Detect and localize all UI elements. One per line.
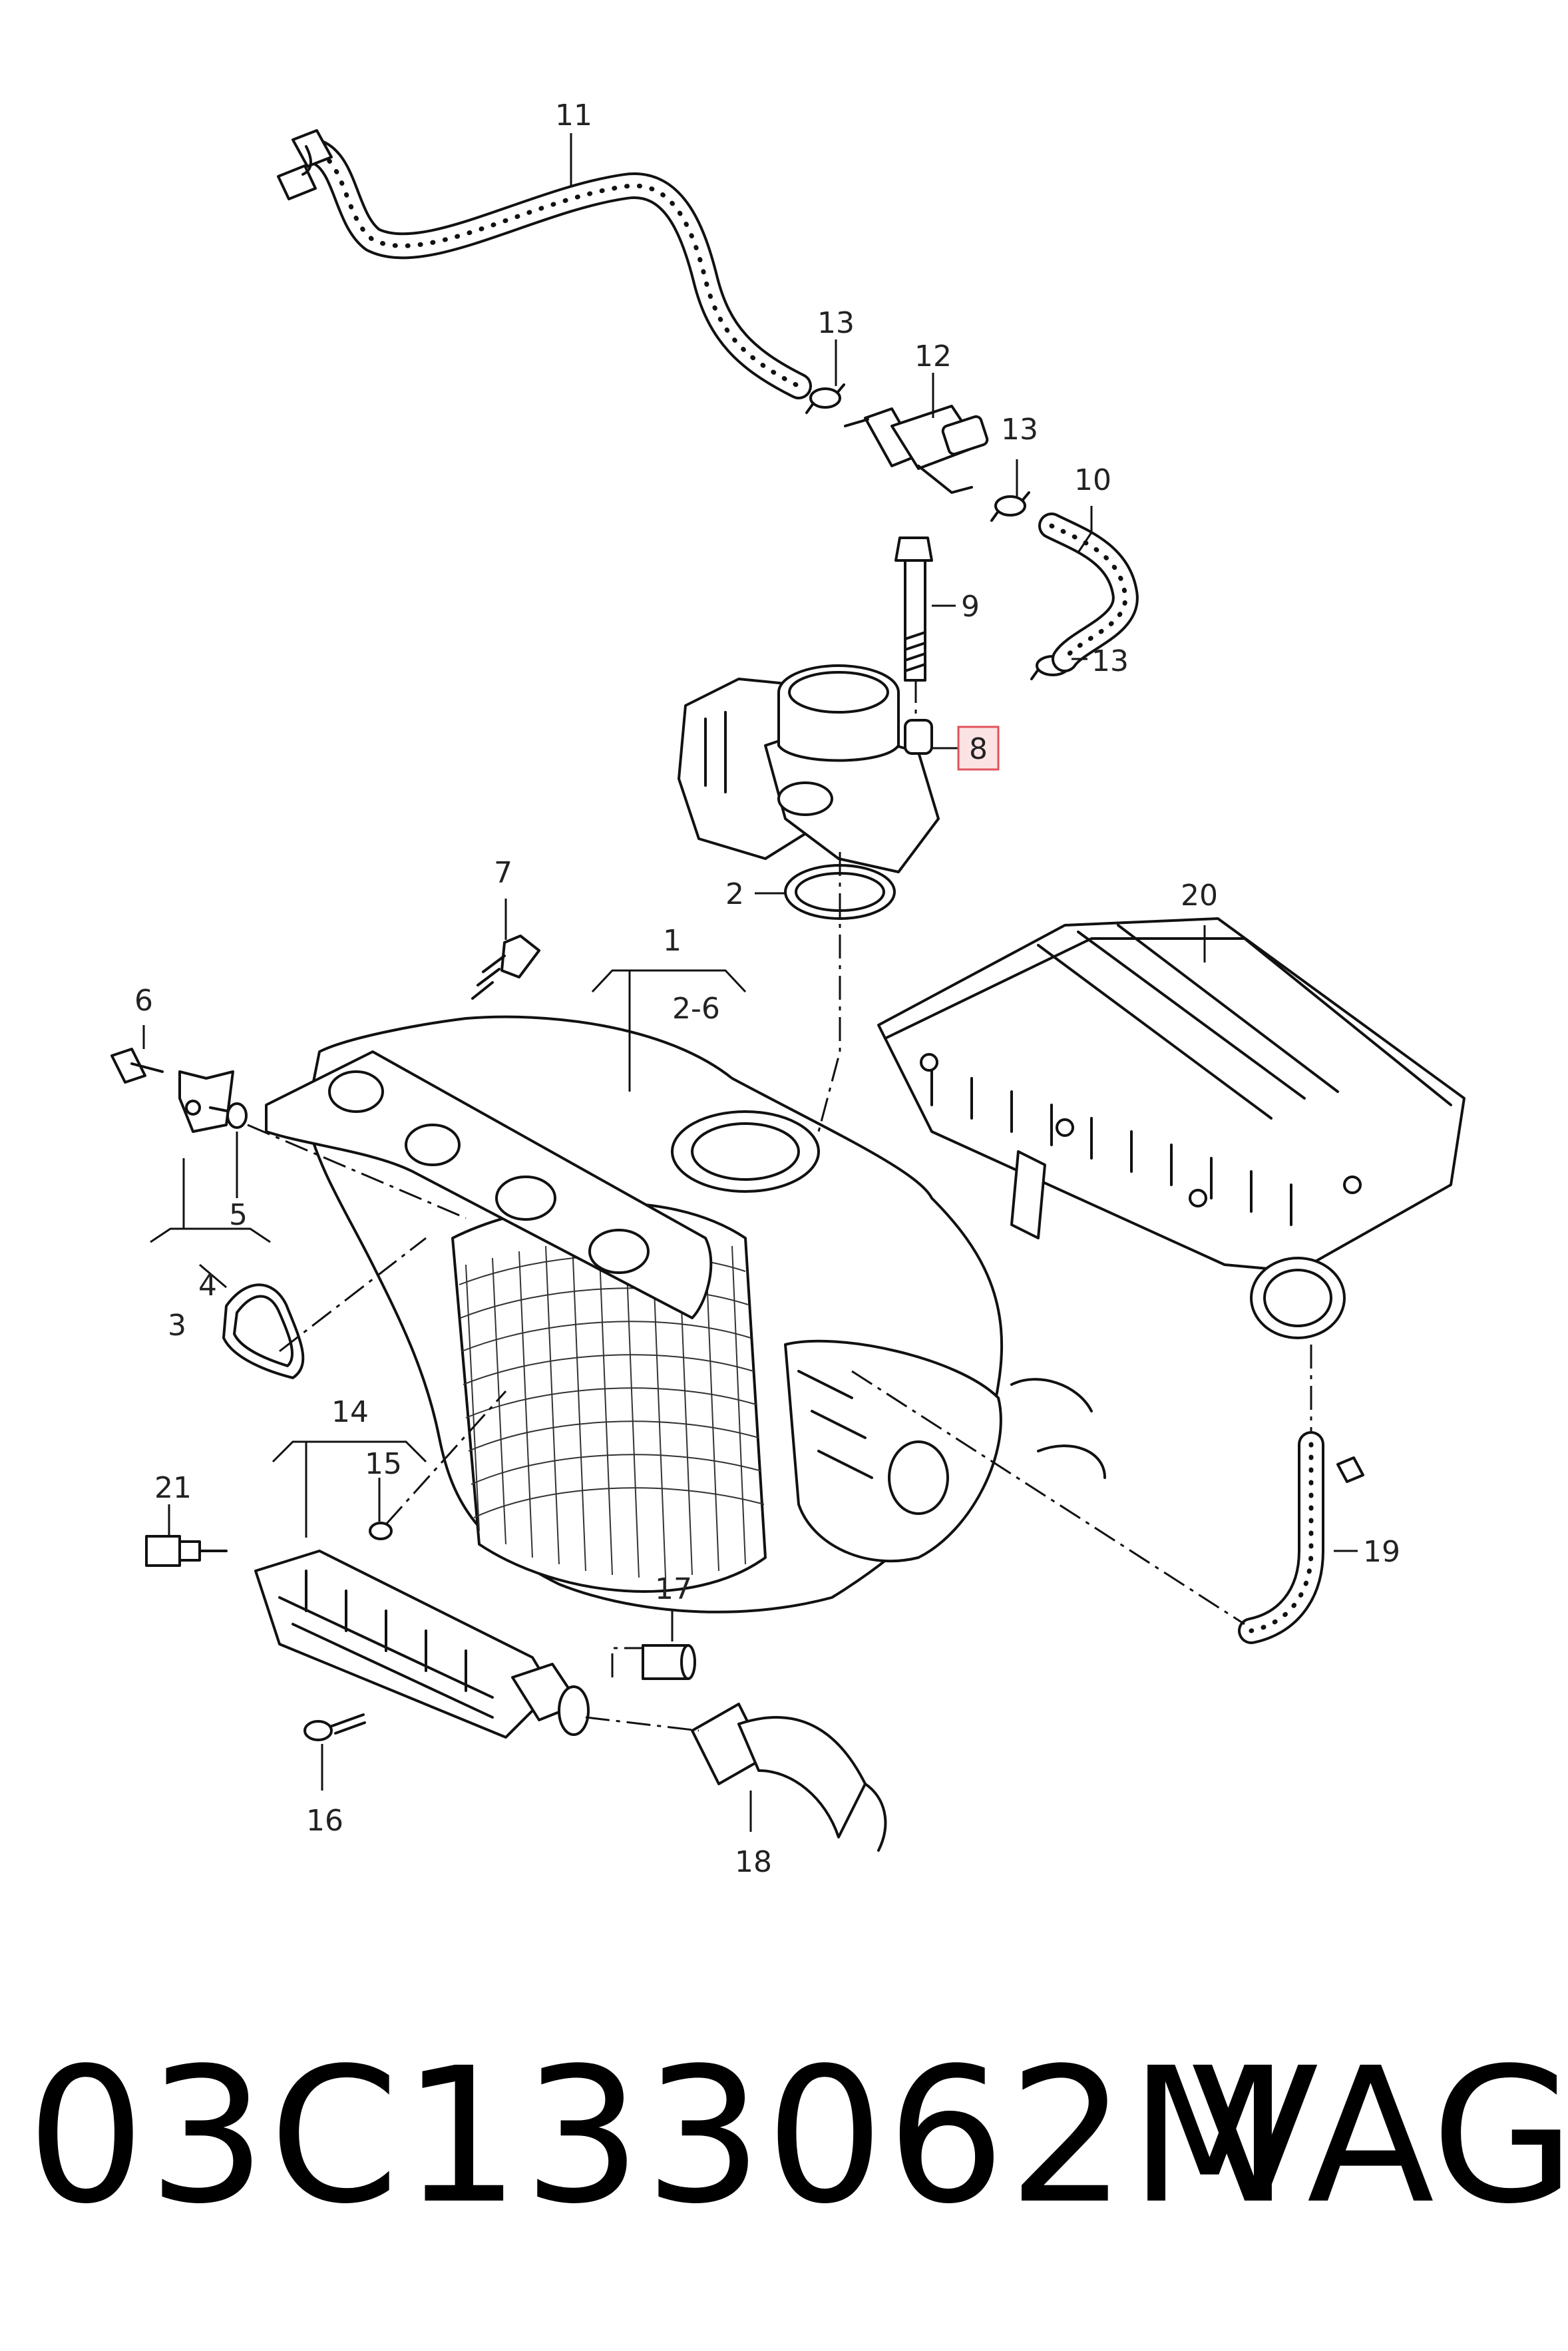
callout-3: 3 bbox=[168, 1309, 186, 1343]
part-number-footer: 03C133062M VAG bbox=[0, 2004, 1568, 2270]
callout-7: 7 bbox=[494, 856, 512, 890]
callout-2-6: 2-6 bbox=[672, 992, 720, 1026]
callout-10: 10 bbox=[1074, 463, 1111, 497]
callout-2: 2 bbox=[725, 877, 744, 911]
sleeve-part-17 bbox=[642, 1644, 696, 1680]
callout-18: 18 bbox=[735, 1845, 772, 1879]
screw-part-16 bbox=[303, 1713, 366, 1741]
callout-1: 1 bbox=[663, 924, 682, 958]
hose-part-19 bbox=[1238, 1431, 1364, 1644]
callout-4: 4 bbox=[198, 1269, 217, 1303]
callout-20: 20 bbox=[1181, 879, 1218, 913]
callout-13-a: 13 bbox=[817, 306, 855, 340]
hose-part-18 bbox=[691, 1703, 887, 1852]
highlight-box-part-8 bbox=[957, 726, 1000, 771]
brand-name: VAG bbox=[1191, 2028, 1568, 2245]
seal-part-15 bbox=[369, 1522, 393, 1540]
bolt-part-7 bbox=[471, 935, 540, 1000]
callout-17: 17 bbox=[655, 1572, 692, 1606]
callout-9: 9 bbox=[961, 590, 980, 624]
intake-manifold-part-1 bbox=[265, 1015, 1106, 1613]
callout-19: 19 bbox=[1363, 1535, 1400, 1569]
valve-part-12 bbox=[844, 405, 989, 494]
callout-11: 11 bbox=[555, 99, 592, 132]
vent-hose-part-11 bbox=[277, 129, 812, 399]
air-filter-housing-part-20 bbox=[877, 917, 1466, 1339]
bolt-part-9 bbox=[894, 536, 933, 682]
parts-diagram: 11 13 12 13 10 9 13 8 2 20 7 1 2-6 6 5 4… bbox=[110, 99, 1466, 1879]
callout-12: 12 bbox=[914, 339, 952, 373]
callout-13-b: 13 bbox=[1001, 413, 1038, 447]
callout-13-c: 13 bbox=[1091, 644, 1129, 678]
resonator-part-14 bbox=[254, 1550, 590, 1739]
leader-lines bbox=[142, 133, 1358, 1832]
part-number: 03C133062M bbox=[27, 2028, 1293, 2245]
hose-part-10 bbox=[1038, 513, 1139, 672]
callout-6: 6 bbox=[134, 984, 153, 1018]
assembly-lines bbox=[247, 679, 1312, 1732]
callout-16: 16 bbox=[306, 1804, 343, 1838]
throttle-body-part-8 bbox=[678, 664, 940, 873]
sensor-part-6 bbox=[110, 1048, 234, 1133]
seal-part-5 bbox=[226, 1102, 248, 1129]
callout-14: 14 bbox=[331, 1395, 369, 1429]
callout-8: 8 bbox=[969, 732, 988, 766]
callout-15: 15 bbox=[365, 1447, 402, 1481]
callout-21: 21 bbox=[154, 1471, 192, 1505]
gasket-part-3 bbox=[222, 1283, 305, 1379]
plug-part-21 bbox=[145, 1535, 228, 1567]
callout-5: 5 bbox=[229, 1198, 248, 1232]
